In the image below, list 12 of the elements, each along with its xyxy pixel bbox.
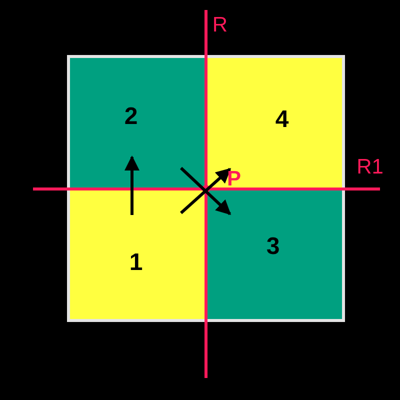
arrow — [124, 156, 140, 215]
quadrant-number: 3 — [266, 235, 280, 259]
quadrant — [70, 189, 206, 319]
axis-label: R1 — [356, 156, 384, 178]
quadrant-number: 1 — [129, 251, 143, 275]
axis-label: R — [212, 14, 228, 36]
quadrant-number: 4 — [275, 108, 289, 132]
axis-label: P — [227, 168, 241, 190]
quadrant — [70, 58, 206, 189]
quadrant-number: 2 — [124, 105, 138, 129]
quadrant — [206, 58, 342, 189]
quadrant — [206, 189, 342, 319]
